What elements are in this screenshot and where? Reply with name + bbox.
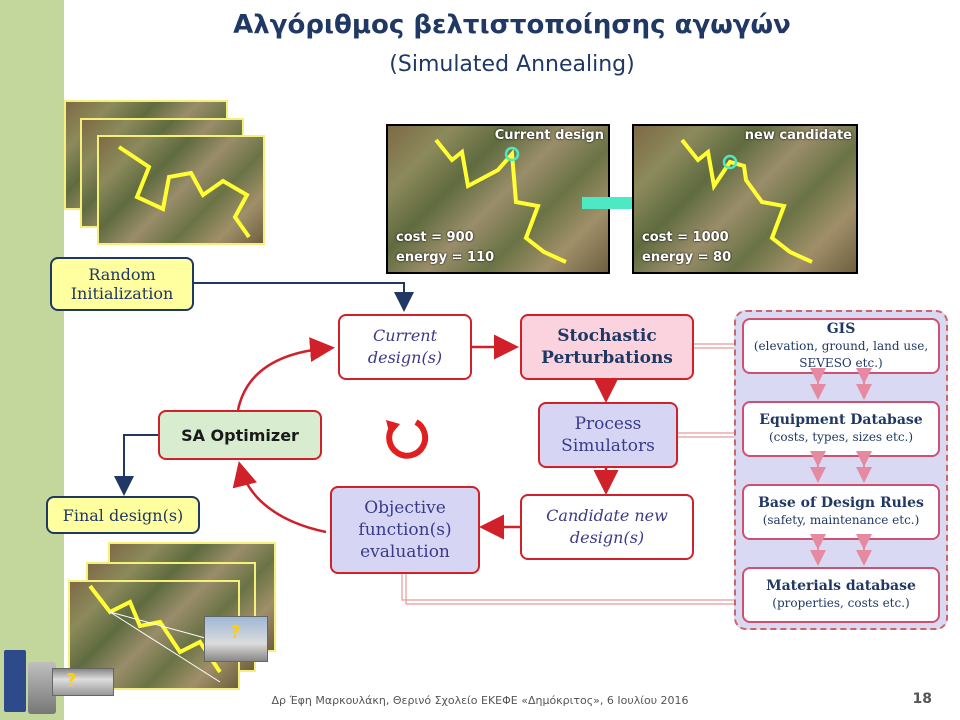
sa-optimizer-box: SA Optimizer (158, 410, 322, 460)
loop-refresh-icon (386, 419, 429, 459)
current-design-image: Current design cost = 900 energy = 110 (386, 124, 610, 274)
pipe-photo (52, 668, 114, 696)
gis-detail: (elevation, ground, land use, SEVESO etc… (753, 338, 929, 370)
random-initialization-box: Random Initialization (50, 257, 194, 311)
new-candidate-image: new candidate cost = 1000 energy = 80 (632, 124, 858, 274)
equipment-title: Equipment Database (759, 412, 923, 428)
rules-detail: (safety, maintenance etc.) (762, 513, 920, 527)
stochastic-perturbations-box: Stochastic Perturbations (520, 314, 694, 380)
plant-question-mark: ? (230, 622, 241, 643)
process-simulators-box: Process Simulators (538, 402, 678, 468)
gis-database-box: GIS (elevation, ground, land use, SEVESO… (742, 318, 940, 374)
candidate-path-drawing (680, 138, 813, 264)
candidate-energy-text: energy = 80 (642, 250, 732, 265)
slide-footer: Δρ Έφη Μαρκουλάκη, Θερινό Σχολείο ΕΚΕΦΕ … (271, 694, 689, 707)
current-design-box: Current design(s) (338, 314, 472, 380)
final-design-box: Final design(s) (46, 496, 200, 534)
left-sidebar-bar (0, 0, 64, 720)
equipment-detail: (costs, types, sizes etc.) (768, 430, 914, 444)
materials-detail: (properties, costs etc.) (772, 596, 910, 610)
final-path-drawing (88, 584, 222, 683)
materials-database-box: Materials database (properties, costs et… (742, 567, 940, 623)
init-path-drawing (117, 145, 251, 239)
pipe-question-mark: ? (66, 670, 77, 691)
current-cost-text: cost = 900 (396, 230, 474, 245)
materials-title: Materials database (766, 578, 916, 594)
current-energy-text: energy = 110 (396, 250, 495, 265)
institute-logo (4, 650, 26, 712)
equipment-database-box: Equipment Database (costs, types, sizes … (742, 401, 940, 457)
current-design-label: Current design (494, 128, 604, 143)
slide-title: Αλγόριθμος βελτιστοποίησης αγωγών (233, 10, 791, 40)
rules-title: Base of Design Rules (758, 495, 924, 511)
candidate-cost-text: cost = 1000 (642, 230, 729, 245)
portrait-image (28, 662, 56, 714)
objective-evaluation-box: Objective function(s) evaluation (330, 486, 480, 574)
slide-subtitle: (Simulated Annealing) (389, 52, 635, 77)
init-image-front (97, 135, 265, 245)
db-link-arrows (810, 368, 872, 566)
current-path-drawing (434, 138, 567, 264)
new-candidate-label: new candidate (744, 128, 852, 143)
candidate-new-design-box: Candidate new design(s) (520, 494, 694, 560)
plant-photo (204, 616, 268, 662)
gis-title: GIS (826, 320, 856, 337)
page-number: 18 (912, 691, 932, 707)
design-rules-box: Base of Design Rules (safety, maintenanc… (742, 484, 940, 540)
